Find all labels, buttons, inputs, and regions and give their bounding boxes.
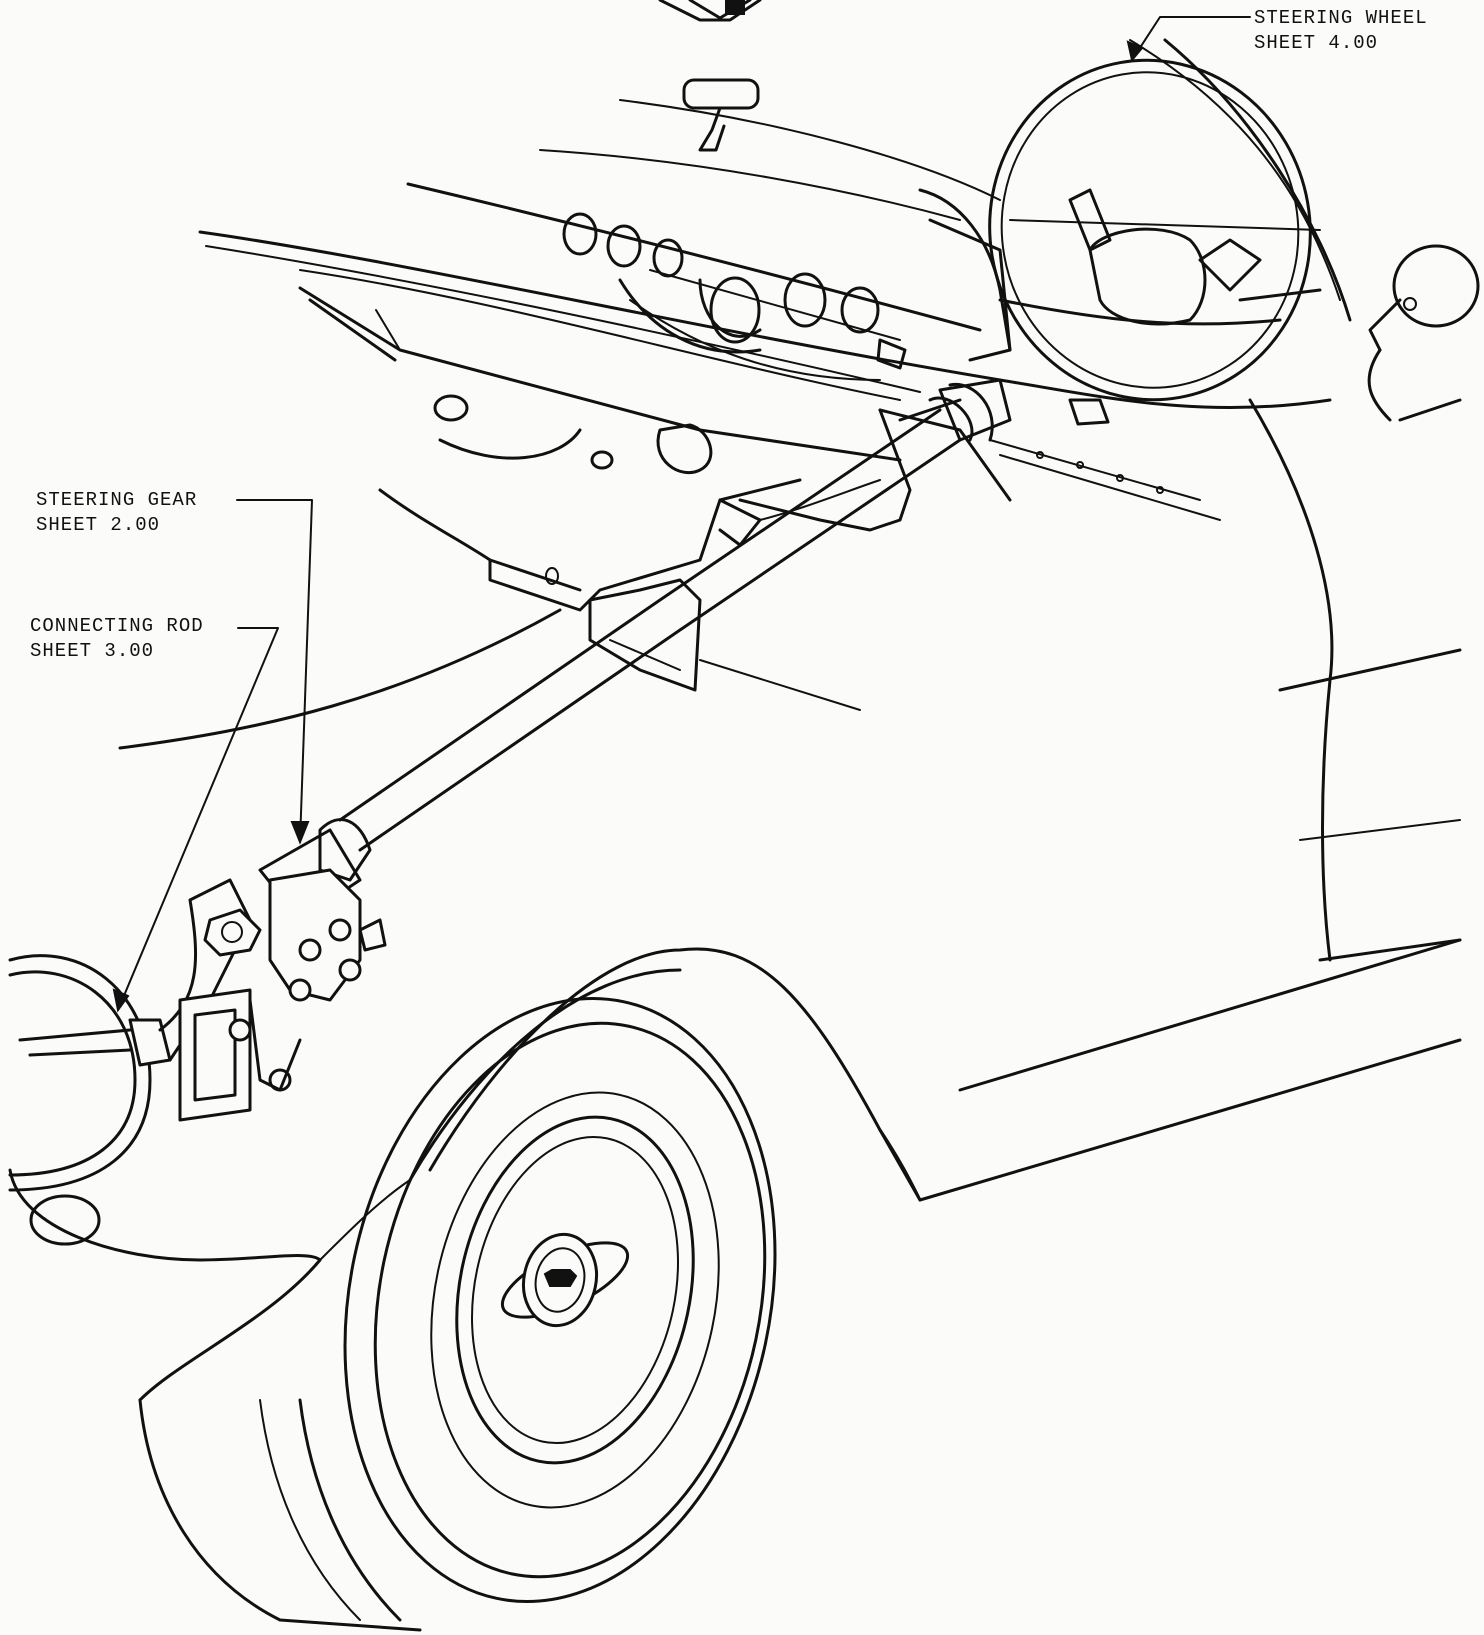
steering-gear-label: STEERING GEAR: [36, 489, 198, 511]
steering-gear-callout: STEERING GEAR SHEET 2.00: [36, 488, 197, 538]
firewall: [298, 286, 902, 612]
windshield-lines: [539, 38, 1352, 322]
rearview-mirror: [682, 78, 760, 152]
headlight: [8, 954, 152, 1246]
connecting-rod-label: CONNECTING ROD: [30, 615, 204, 637]
steering-wheel-label: STEERING WHEEL: [1254, 7, 1428, 29]
callout-leaders: [112, 16, 1251, 1013]
dashboard: [198, 182, 1332, 410]
connecting-rod-sheet-ref: SHEET 3.00: [30, 640, 155, 662]
header-emblem: [658, 0, 762, 22]
steering-wheel-callout: STEERING WHEEL SHEET 4.00: [1254, 6, 1428, 56]
connecting-rod-assembly: [18, 878, 262, 1067]
steering-gear-sheet-ref: SHEET 2.00: [36, 514, 161, 536]
front-wheel: [138, 996, 777, 1632]
steering-gear-box: [178, 868, 387, 1122]
connecting-rod-callout: CONNECTING ROD SHEET 3.00: [30, 614, 204, 664]
hub-emblem: [500, 1232, 630, 1328]
steering-wheel-sheet-ref: SHEET 4.00: [1254, 32, 1379, 54]
body-door: [918, 398, 1462, 1202]
steering-column: [258, 383, 994, 922]
steering-wheel: [988, 58, 1322, 402]
front-fender: [8, 947, 922, 1402]
side-mirror: [1367, 244, 1480, 422]
hood-line: [118, 608, 861, 750]
